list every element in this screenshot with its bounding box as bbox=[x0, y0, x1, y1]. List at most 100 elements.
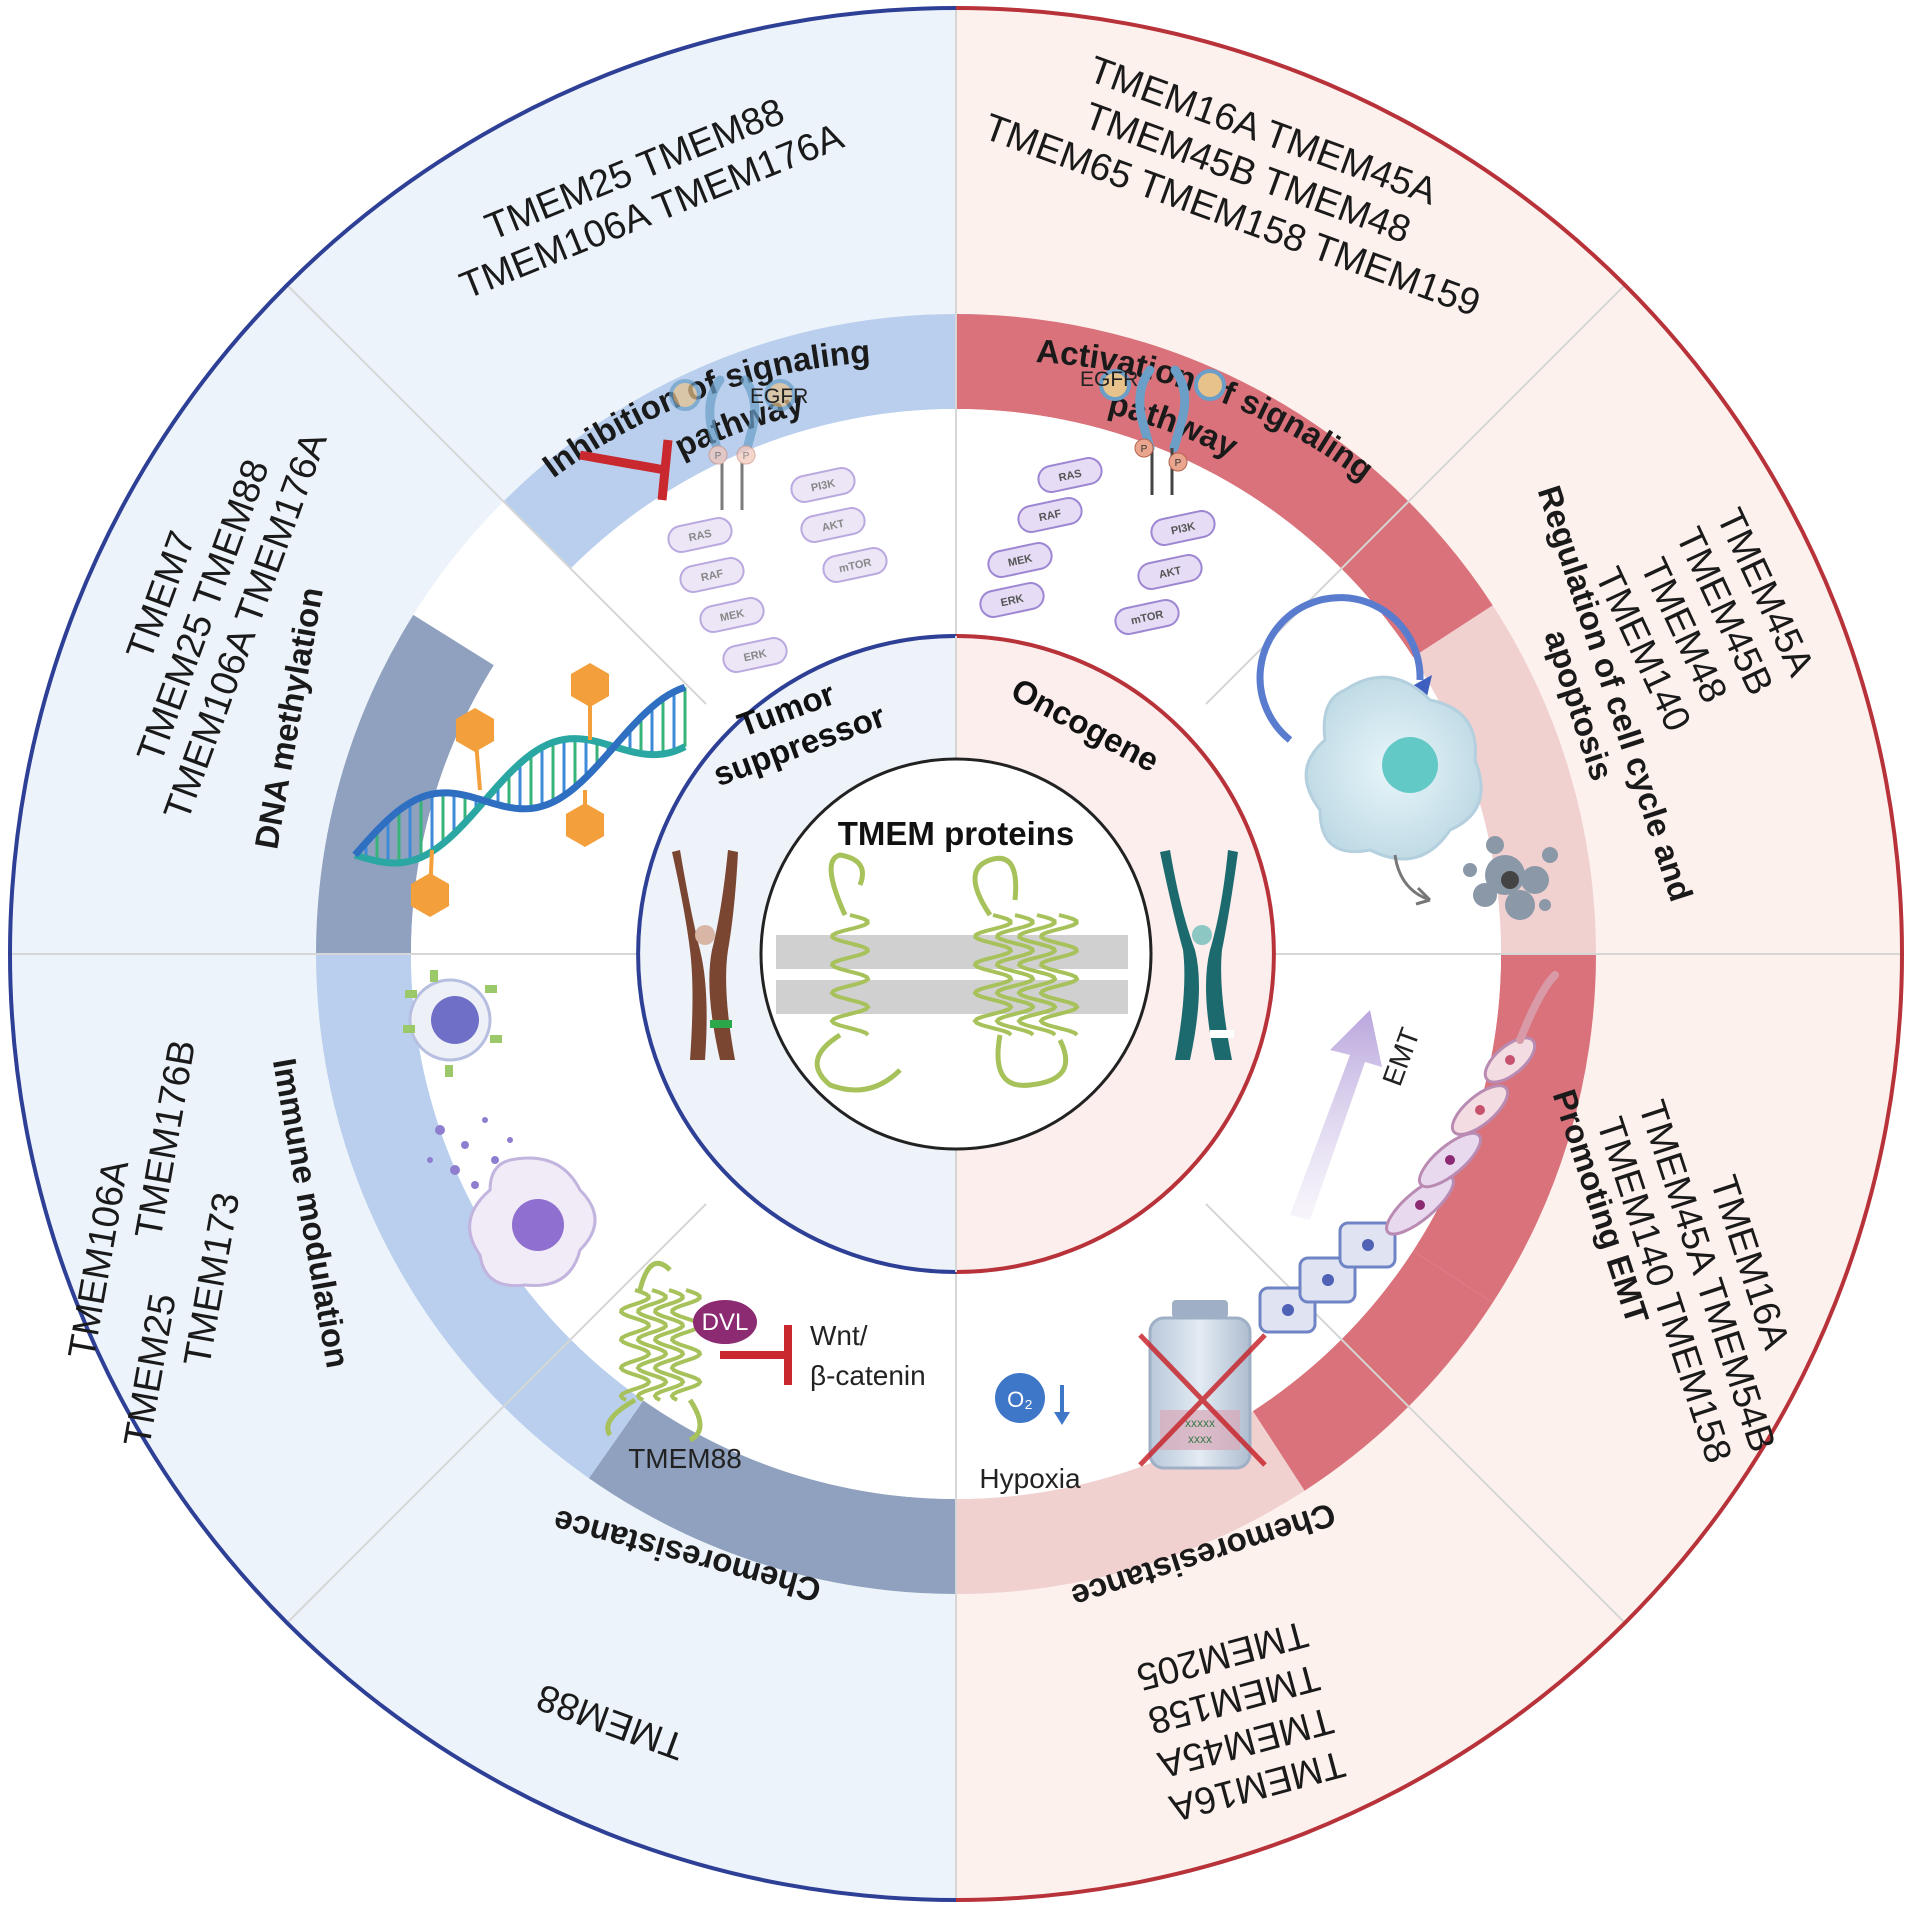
epithelial-nucleus bbox=[1362, 1239, 1374, 1251]
pathway-node-label-pi3k: PI3K bbox=[810, 478, 836, 495]
tmem-loop bbox=[972, 856, 1019, 917]
pathway-node-label-mek: MEK bbox=[719, 608, 745, 625]
egfr-label-left: EGFR bbox=[750, 385, 808, 408]
o2-label: O₂ bbox=[1007, 1387, 1033, 1412]
methyl-linker bbox=[428, 849, 434, 896]
tmem-helices bbox=[814, 852, 1080, 1093]
band-regulation-segment bbox=[1413, 605, 1596, 954]
tmem-loop bbox=[995, 1034, 1069, 1088]
pathway-node-label-akt: AKT bbox=[821, 518, 846, 534]
pathway-node-ras bbox=[1037, 457, 1103, 493]
cytokine-dots bbox=[427, 1117, 513, 1189]
mesenchymal-nucleus bbox=[1445, 1155, 1455, 1165]
pathway-node-ras bbox=[667, 517, 733, 553]
dvl-oval bbox=[693, 1300, 757, 1344]
tmem88-helix bbox=[669, 1288, 703, 1402]
oncogene-chromosome bbox=[1160, 850, 1238, 1060]
drug-vial: xxxxx xxxx bbox=[1148, 1300, 1252, 1470]
suppressor-chromosome bbox=[672, 850, 738, 1060]
egfr-label-right: EGFR bbox=[1080, 368, 1138, 391]
pathway-node-label-akt: AKT bbox=[1158, 565, 1183, 581]
pathway-node-erk bbox=[722, 637, 788, 673]
dna-helix-illustration bbox=[352, 663, 687, 917]
mesenchymal-nucleus bbox=[1475, 1105, 1485, 1115]
phospho-right-b: P bbox=[1175, 458, 1182, 469]
t-cell-receptors bbox=[403, 970, 502, 1077]
o2-down-arrow bbox=[1054, 1385, 1070, 1425]
dna-strand-a bbox=[353, 735, 687, 867]
tmem-loop bbox=[828, 852, 865, 917]
vial-cross bbox=[1138, 1333, 1267, 1467]
egfr-receptor-right: P P bbox=[1099, 365, 1226, 495]
mesenchymal-protrusion bbox=[1516, 971, 1559, 1044]
wnt-label-line1: Wnt/ bbox=[810, 1320, 868, 1351]
macrophage-nucleus bbox=[512, 1199, 564, 1251]
band-activation-segment bbox=[956, 314, 1493, 658]
pathway-node-label-raf: RAF bbox=[700, 568, 725, 584]
pathway-node-pi3k bbox=[1150, 510, 1216, 546]
mesenchymal-nucleus bbox=[1505, 1055, 1515, 1065]
pathway-node-erk bbox=[979, 582, 1045, 618]
band-dna-segment bbox=[316, 614, 494, 954]
center-title: TMEM proteins bbox=[838, 815, 1075, 852]
band-emt-top-segment bbox=[1413, 954, 1596, 1303]
suppressor-ring bbox=[636, 634, 957, 1274]
tmem-helix bbox=[829, 913, 871, 1037]
methyl-linker bbox=[473, 729, 482, 791]
inhibit-symbol-top bbox=[579, 439, 673, 501]
tmem88-loop bbox=[637, 1260, 672, 1291]
cell-cycle-illustration bbox=[1256, 594, 1558, 920]
pathway-node-mtor bbox=[1114, 599, 1180, 635]
wnt-label-line2: β-catenin bbox=[810, 1360, 926, 1391]
hypoxia-label: Hypoxia bbox=[979, 1463, 1081, 1494]
emt-arrow bbox=[1290, 1010, 1382, 1220]
tmem88-illustration bbox=[605, 1260, 703, 1443]
vial-text-line2: xxxx bbox=[1188, 1432, 1212, 1446]
o2-circle bbox=[995, 1373, 1045, 1423]
tmem-helix bbox=[994, 913, 1036, 1037]
pathway-node-mek bbox=[699, 597, 765, 633]
pathway-node-raf bbox=[1017, 497, 1083, 533]
vial-text-line1: xxxxx bbox=[1185, 1416, 1215, 1430]
pathway-node-label-erk: ERK bbox=[743, 648, 768, 665]
pathway-node-akt bbox=[1137, 554, 1203, 590]
pathway-node-label-erk: ERK bbox=[1000, 593, 1025, 610]
pathway-node-label-mek: MEK bbox=[1007, 553, 1033, 570]
pathway-node-raf bbox=[679, 557, 745, 593]
pathway-node-label-ras: RAS bbox=[688, 528, 713, 545]
phospho-left-b: P bbox=[743, 451, 750, 462]
pathway-node-label-raf: RAF bbox=[1038, 508, 1063, 524]
tmem88-label: TMEM88 bbox=[628, 1443, 742, 1474]
pathway-node-mtor bbox=[822, 547, 888, 583]
tmem88-loop bbox=[605, 1397, 703, 1443]
egfr-receptor-left: P P bbox=[669, 375, 796, 510]
inhibit-symbol-wnt bbox=[720, 1325, 792, 1385]
epithelial-nucleus bbox=[1322, 1274, 1334, 1286]
pathway-node-pi3k bbox=[790, 467, 856, 503]
immune-illustration bbox=[403, 970, 597, 1288]
tmem-helix bbox=[1016, 913, 1058, 1037]
band-inhibition-segment bbox=[503, 314, 956, 569]
band-chemo-left-segment bbox=[588, 1400, 956, 1595]
pathway-node-label-pi3k: PI3K bbox=[1170, 521, 1196, 538]
pathway-node-akt bbox=[800, 507, 866, 543]
oncogene-ring bbox=[955, 634, 1276, 1274]
dvl-label: DVL bbox=[702, 1309, 749, 1336]
tmem-helix bbox=[1038, 913, 1080, 1037]
outer-ring-left bbox=[8, 6, 957, 1902]
phospho-right-a: P bbox=[1141, 444, 1148, 455]
tmem-loop bbox=[814, 1032, 902, 1093]
tmem-helix bbox=[972, 913, 1014, 1037]
tmem88-helix bbox=[618, 1288, 652, 1402]
phospho-left-a: P bbox=[715, 451, 722, 462]
cell-nucleus bbox=[1382, 737, 1438, 793]
emt-cells bbox=[1258, 971, 1559, 1334]
pathway-node-mek bbox=[987, 542, 1053, 578]
tmem88-helix bbox=[652, 1288, 686, 1402]
